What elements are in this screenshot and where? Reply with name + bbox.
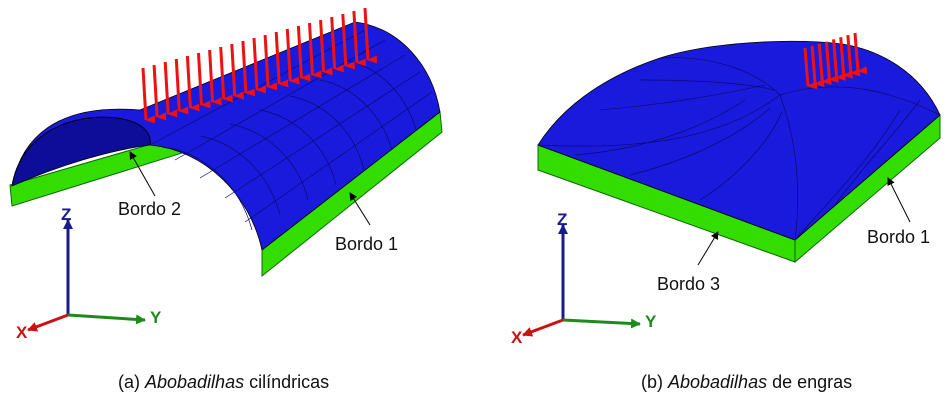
load-arrow (308, 22, 322, 79)
panel-a-label-bordo1: Bordo 1 (335, 234, 398, 254)
panel-a-label-bordo2: Bordo 2 (118, 199, 181, 219)
panel-b-load-arrows (803, 32, 868, 90)
load-arrow (846, 35, 861, 77)
panel-b-bordo1-leader (887, 177, 911, 223)
load-arrow (363, 7, 378, 64)
panel-a-bordo2-leader (129, 151, 156, 197)
panel-b-mesh (537, 57, 941, 241)
panel-b-axis-x-label: X (511, 328, 523, 347)
load-arrow (152, 64, 167, 121)
load-arrow (319, 19, 333, 76)
panel-a-bordo1-leader (349, 192, 371, 226)
panel-a-caption: (a) Abobadilhas cilíndricas (118, 372, 330, 392)
panel-b-bordo3-leader (697, 231, 719, 266)
panel-b-model (537, 32, 941, 264)
load-arrow (817, 43, 832, 85)
load-arrow (839, 37, 854, 79)
load-arrow (803, 47, 818, 90)
load-arrow (197, 52, 211, 109)
load-arrow (208, 49, 222, 106)
load-arrow (230, 43, 245, 100)
panel-a-axis-y-label: Y (150, 308, 162, 327)
load-arrow (185, 55, 200, 112)
panel-b-caption: (b) Abobadilhas de engras (641, 372, 853, 392)
load-arrow (174, 58, 189, 115)
load-arrow (263, 34, 278, 91)
load-arrow (219, 46, 233, 103)
panel-a-axis-x-label: X (16, 323, 28, 342)
load-arrow (832, 39, 846, 81)
load-arrow (341, 13, 356, 70)
load-arrow (241, 40, 256, 97)
load-arrow (824, 41, 839, 83)
panel-b-axis-z-label: Z (557, 210, 567, 229)
load-arrow (141, 67, 156, 124)
load-arrow (285, 28, 300, 85)
load-arrow (330, 16, 344, 73)
load-arrow (352, 10, 367, 67)
load-arrow (252, 37, 267, 94)
panel-a-axis-triad: Z Y X (16, 205, 162, 342)
load-arrow (274, 31, 289, 88)
load-arrow (296, 25, 311, 82)
panel-a-mesh (149, 29, 433, 231)
load-arrow (853, 32, 868, 75)
panel-b-label-bordo3: Bordo 3 (657, 274, 720, 294)
panel-b-axis-triad: Z Y X (511, 210, 657, 347)
load-arrow (810, 45, 825, 88)
panel-b-axis-y-label: Y (645, 312, 657, 331)
panel-a-vault-surface (11, 21, 441, 251)
load-arrow (163, 61, 178, 118)
panel-b-label-bordo1: Bordo 1 (867, 227, 930, 247)
panel-a-axis-z-label: Z (61, 205, 71, 224)
panel-a-load-arrows (141, 7, 378, 124)
